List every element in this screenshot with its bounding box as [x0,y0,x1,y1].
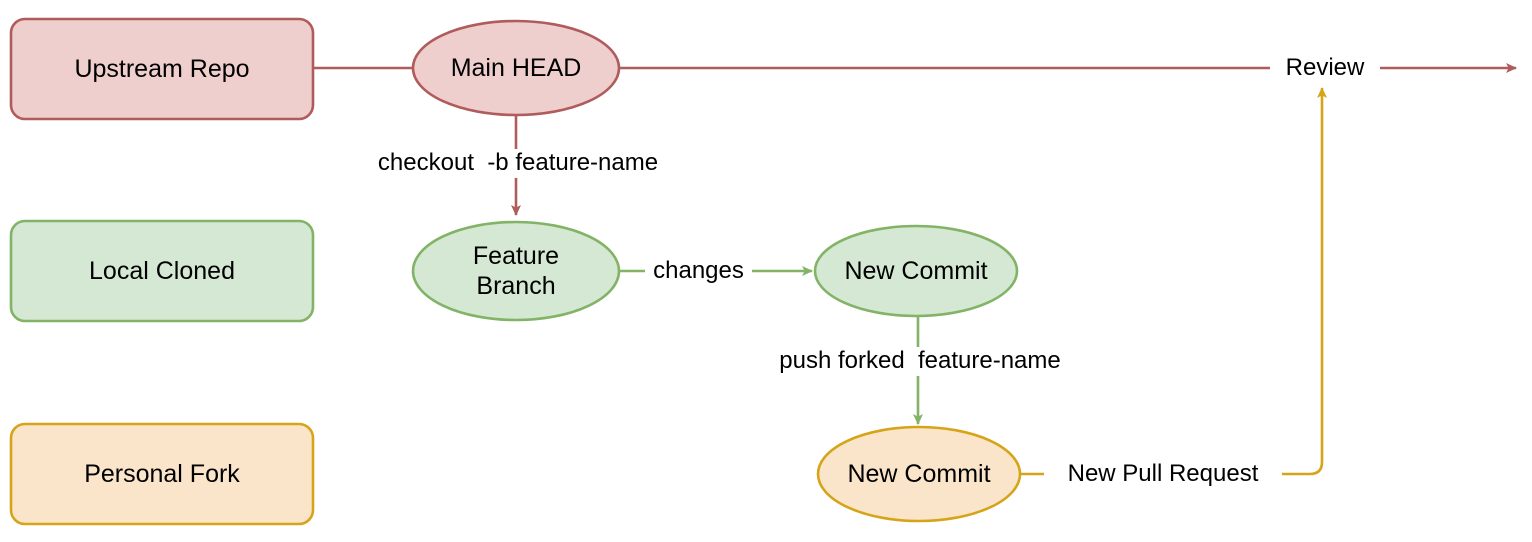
node-new-commit-fork-shape[interactable] [816,425,1022,523]
node-local-cloned-shape[interactable] [9,219,315,323]
edge-label-checkout: checkout -b feature-name [346,149,690,177]
node-personal-fork-shape[interactable] [9,422,315,526]
edge-label-new-pull-request: New Pull Request [1044,460,1282,488]
node-new-commit-local-shape[interactable] [813,224,1019,318]
node-feature-branch-shape[interactable] [411,220,621,322]
edge-label-push-forked: push forked feature-name [748,347,1092,375]
node-main-head-shape[interactable] [411,19,621,117]
edge-label-review: Review [1270,54,1380,82]
node-upstream-repo-shape[interactable] [9,17,315,121]
edge-new-commit-fork-to-review [1020,87,1327,476]
edge-label-changes: changes [645,257,752,285]
